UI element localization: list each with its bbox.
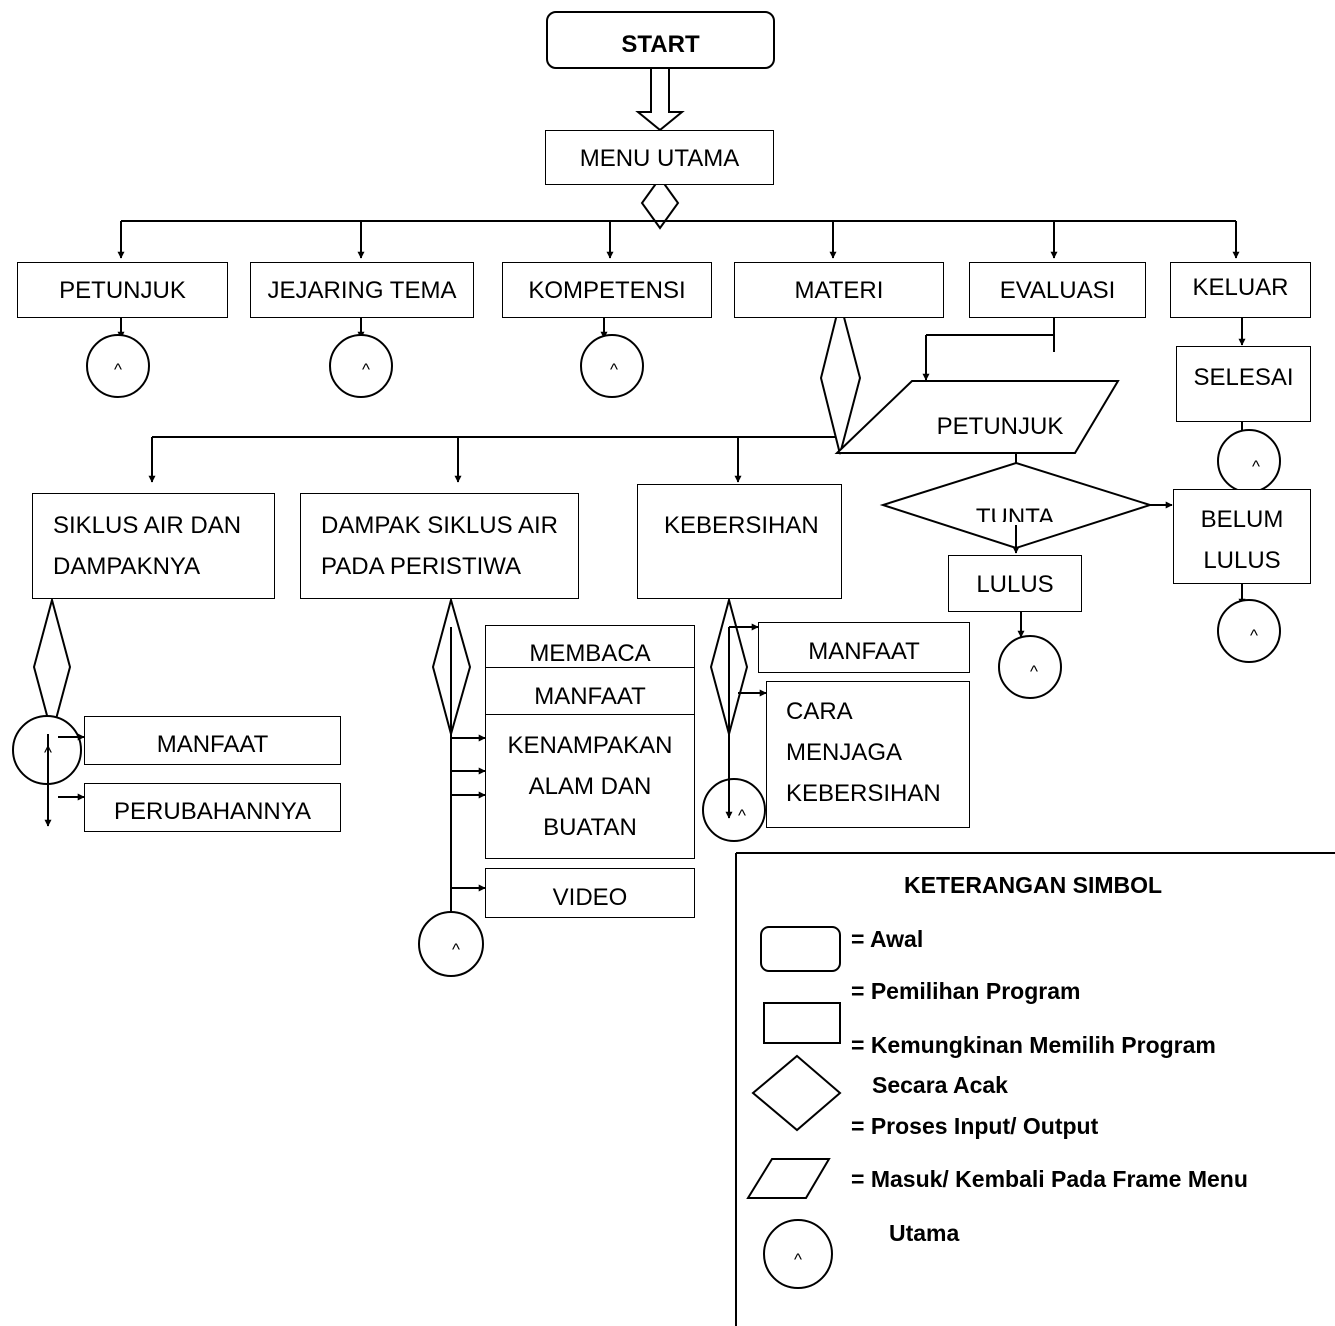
kebersihan-cara-label-2: MENJAGA — [786, 739, 903, 766]
kebersihan-cara-box — [766, 681, 970, 828]
siklus-perubahannya-label: PERUBAHANNYA — [114, 798, 311, 825]
legend-kemungkinan-2: Secara Acak — [872, 1072, 1008, 1098]
legend-connector-mark: ^ — [794, 1250, 802, 1269]
legend-process-symbol — [763, 1002, 841, 1044]
connector-mark: ^ — [738, 806, 746, 825]
kebersihan-cara-label-3: KEBERSIHAN — [786, 780, 941, 807]
connector-mark: ^ — [1030, 662, 1038, 681]
menu-utama-label: MENU UTAMA — [579, 145, 740, 172]
dampak-membaca-label: MEMBACA — [529, 640, 651, 667]
petunjuk-eval-label-clip: PETUNJUK — [900, 414, 1100, 434]
connector-mark: ^ — [452, 940, 460, 959]
petunjuk-label: PETUNJUK — [59, 277, 186, 304]
petunjuk-parallelogram — [834, 380, 1120, 454]
start-terminator — [546, 11, 775, 69]
legend-proses: = Proses Input/ Output — [851, 1113, 1099, 1139]
siklus-decision-diamond — [32, 596, 72, 738]
legend-awal: = Awal — [851, 926, 924, 952]
legend-io-symbol — [746, 1158, 831, 1199]
petunjuk-box — [17, 262, 228, 318]
legend-masuk-1: = Masuk/ Kembali Pada Frame Menu — [851, 1166, 1248, 1192]
jejaring-tema-label: JEJARING TEMA — [267, 277, 457, 304]
kebersihan-box — [637, 484, 842, 599]
evaluasi-label: EVALUASI — [999, 277, 1116, 304]
connector-dampak — [418, 911, 484, 977]
connector-mark: ^ — [114, 360, 122, 379]
legend-pemilihan: = Pemilihan Program — [851, 978, 1081, 1004]
materi-decision-diamond — [819, 301, 862, 455]
dampak-label-2: PADA PERISTIWA — [321, 553, 522, 580]
legend-title: KETERANGAN SIMBOL — [904, 872, 1163, 898]
dampak-label-1: DAMPAK SIKLUS AIR — [321, 512, 558, 539]
jejaring-tema-box — [250, 262, 474, 318]
belum-lulus-box — [1173, 489, 1311, 584]
dampak-kenampakan-label-3: BUATAN — [543, 814, 637, 841]
kebersihan-manfaat-box — [758, 622, 970, 673]
menu-utama-box — [545, 130, 774, 185]
keluar-label: KELUAR — [1192, 274, 1289, 301]
kebersihan-label: KEBERSIHAN — [664, 512, 819, 539]
legend-masuk-2: Utama — [889, 1220, 960, 1246]
selesai-box — [1176, 346, 1311, 422]
kompetensi-box — [502, 262, 712, 318]
tuntas-label: TUNTA — [975, 505, 1055, 522]
keluar-box — [1170, 262, 1311, 318]
dampak-box — [300, 493, 579, 599]
dampak-kenampakan-label-1: KENAMPAKAN — [507, 732, 673, 759]
connector-kebersihan — [702, 778, 766, 842]
connector-mark: ^ — [610, 360, 618, 379]
lulus-label: LULUS — [976, 571, 1054, 598]
siklus-manfaat-label: MANFAAT — [156, 731, 269, 758]
dampak-manfaat-label: MANFAAT — [534, 683, 646, 710]
siklus-label-2: DAMPAKNYA — [53, 553, 201, 580]
belum-lulus-label-2: LULUS — [1203, 547, 1281, 574]
legend-kemungkinan-1: = Kemungkinan Memilih Program — [851, 1032, 1216, 1058]
selesai-label: SELESAI — [1193, 364, 1294, 391]
menu-decision-diamond — [640, 176, 680, 230]
connector-jejaring — [329, 334, 393, 398]
connector-petunjuk — [86, 334, 150, 398]
start-label: START — [621, 31, 700, 58]
kompetensi-label: KOMPETENSI — [528, 277, 686, 304]
siklus-perubahannya-box — [84, 783, 341, 832]
legend-terminator-symbol — [760, 926, 841, 972]
dampak-kenampakan-box — [485, 714, 695, 859]
siklus-label-1: SIKLUS AIR DAN — [53, 512, 242, 539]
legend-decision-symbol — [751, 1054, 842, 1132]
dampak-video-box — [485, 868, 695, 918]
dampak-kenampakan-label-2: ALAM DAN — [528, 773, 652, 800]
legend-connector-symbol — [763, 1219, 833, 1289]
kebersihan-cara-label-1: CARA — [786, 698, 853, 725]
siklus-box — [32, 493, 275, 599]
lulus-box — [948, 555, 1082, 612]
materi-box — [734, 262, 944, 318]
connector-mark: ^ — [1252, 457, 1260, 476]
connector-mark: ^ — [1250, 626, 1258, 645]
dampak-video-label: VIDEO — [552, 884, 628, 911]
evaluasi-box — [969, 262, 1146, 318]
connector-belum-lulus — [1217, 599, 1281, 663]
kebersihan-manfaat-label: MANFAAT — [808, 638, 920, 665]
petunjuk-eval-label: PETUNJUK — [936, 414, 1064, 434]
materi-label: MATERI — [794, 277, 884, 304]
connector-kompetensi — [580, 334, 644, 398]
dampak-manfaat-box — [485, 667, 695, 715]
connector-mark: ^ — [44, 743, 52, 762]
connector-mark: ^ — [362, 360, 370, 379]
siklus-manfaat-box — [84, 716, 341, 765]
belum-lulus-label-1: BELUM — [1200, 506, 1284, 533]
block-arrow — [635, 69, 685, 132]
connector-lulus — [998, 635, 1062, 699]
tuntas-label-clip: TUNTA — [930, 505, 1100, 522]
